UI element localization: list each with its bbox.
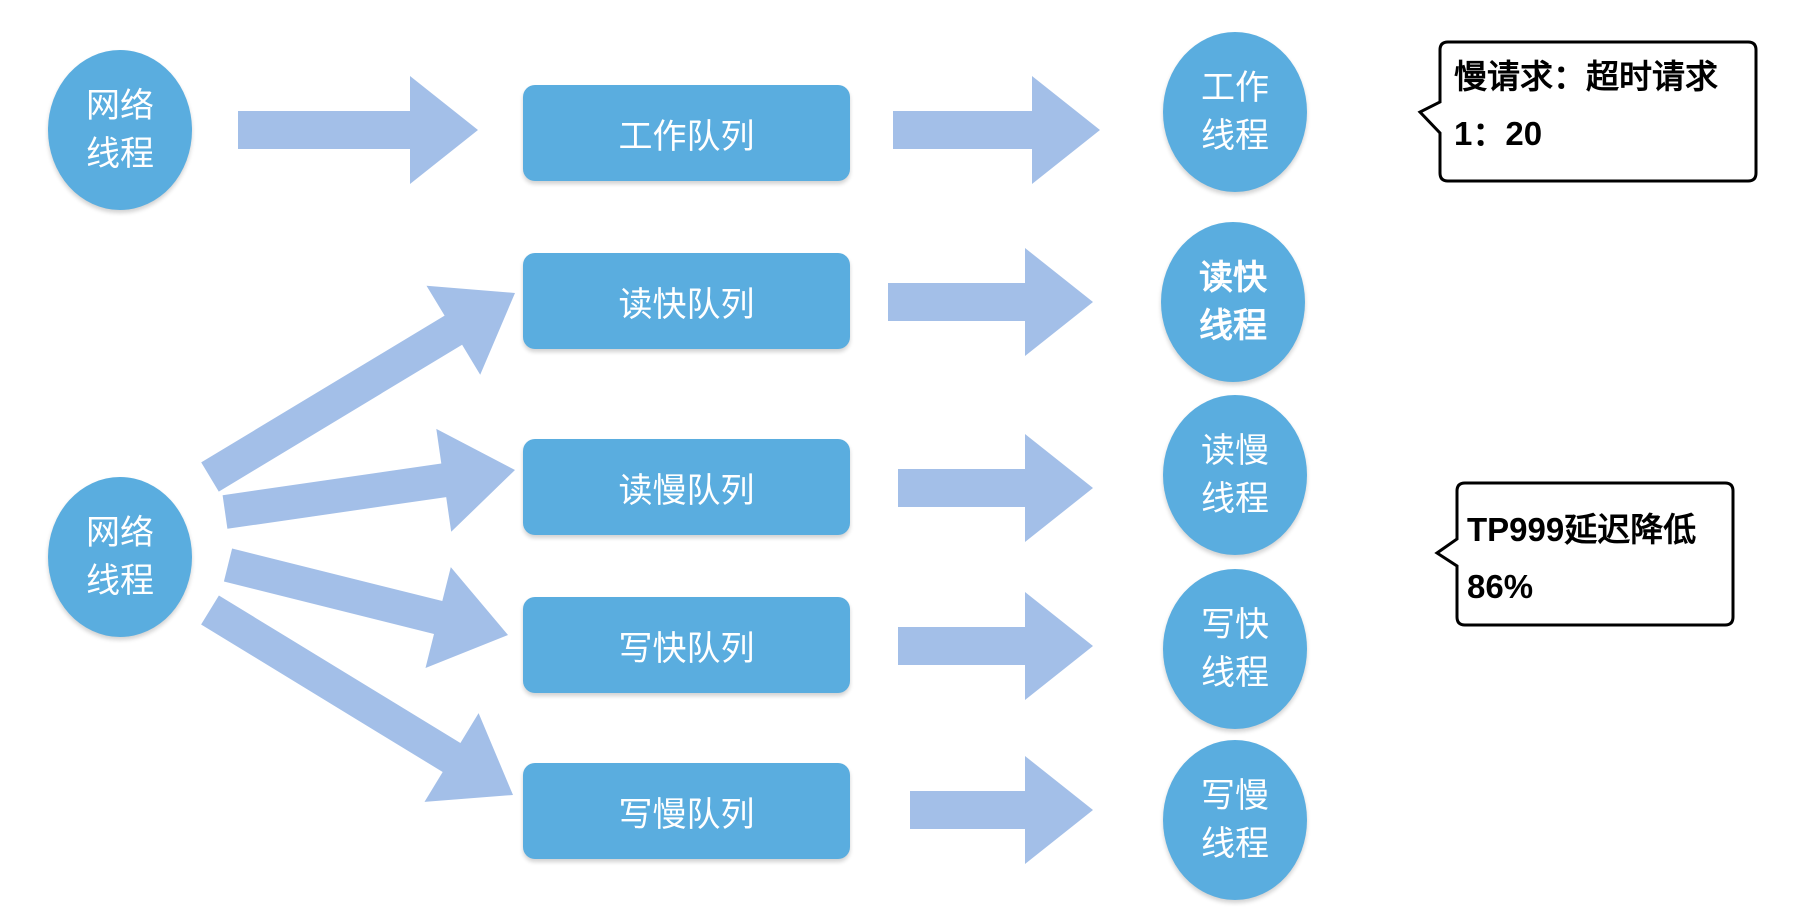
network-thread-node-bottom: 网络 线程 — [48, 477, 192, 637]
worker-thread-write-fast-line2: 线程 — [1201, 653, 1269, 693]
worker-thread-read-slow-line1: 读慢 — [1201, 431, 1269, 471]
queue-read-slow-label: 读慢队列 — [618, 470, 755, 511]
worker-thread-read-slow: 读慢 线程 — [1163, 395, 1307, 555]
queue-work-label: 工作队列 — [618, 116, 755, 157]
arrow-write-slow-queue-to-thread — [910, 756, 1093, 864]
worker-thread-read-fast-line2: 线程 — [1199, 306, 1267, 346]
worker-thread-write-slow-line2: 线程 — [1201, 824, 1269, 864]
worker-thread-work-line1: 工作 — [1201, 68, 1269, 108]
arrow-write-fast-queue-to-thread — [898, 592, 1093, 700]
arrow-network-to-work-queue — [238, 76, 478, 184]
worker-thread-write-fast-line1: 写快 — [1201, 605, 1269, 645]
network-thread-label-line2: 线程 — [86, 134, 154, 174]
queue-write-slow: 写慢队列 — [523, 763, 850, 859]
queue-read-fast-label: 读快队列 — [618, 284, 755, 325]
callout-slow-request-line1: 慢请求：超时请求 — [1454, 58, 1718, 95]
callout-bubble-shape — [1434, 481, 1735, 627]
worker-thread-read-fast: 读快 线程 — [1161, 222, 1305, 382]
callout-tp999-line2: 86% — [1467, 568, 1534, 605]
worker-thread-work: 工作 线程 — [1163, 32, 1307, 192]
arrow-work-queue-to-thread — [893, 76, 1100, 184]
worker-thread-write-slow: 写慢 线程 — [1163, 740, 1307, 900]
network-thread-label-line2: 线程 — [86, 561, 154, 601]
callout-slow-request-line2: 1：20 — [1454, 115, 1543, 152]
arrow-read-fast-queue-to-thread — [888, 248, 1093, 356]
callout-tp999-latency: TP999延迟降低 86% — [1434, 481, 1735, 629]
network-thread-node-top: 网络 线程 — [48, 50, 192, 210]
queue-write-fast-label: 写快队列 — [618, 628, 755, 669]
network-thread-label-line1: 网络 — [86, 513, 154, 553]
queue-read-slow: 读慢队列 — [523, 439, 850, 535]
arrow-read-slow-queue-to-thread — [898, 434, 1093, 542]
worker-thread-write-fast: 写快 线程 — [1163, 569, 1307, 729]
callout-slow-request-ratio: 慢请求：超时请求 1：20 — [1417, 40, 1758, 185]
worker-thread-read-fast-line1: 读快 — [1199, 258, 1267, 298]
worker-thread-write-slow-line1: 写慢 — [1201, 776, 1269, 816]
queue-write-slow-label: 写慢队列 — [618, 794, 755, 835]
queue-write-fast: 写快队列 — [523, 597, 850, 693]
worker-thread-read-slow-line2: 线程 — [1201, 479, 1269, 519]
arrow-network-to-write-slow-queue — [201, 595, 513, 802]
arrow-network-to-read-slow-queue — [222, 428, 515, 532]
callout-tp999-line1: TP999延迟降低 — [1467, 511, 1697, 548]
callout-bubble-shape — [1417, 40, 1758, 183]
queue-work: 工作队列 — [523, 85, 850, 181]
arrow-network-to-write-fast-queue — [223, 548, 508, 668]
worker-thread-work-line2: 线程 — [1201, 116, 1269, 156]
queue-read-fast: 读快队列 — [523, 253, 850, 349]
network-thread-label-line1: 网络 — [86, 86, 154, 126]
arrow-network-to-read-fast-queue — [201, 285, 515, 492]
